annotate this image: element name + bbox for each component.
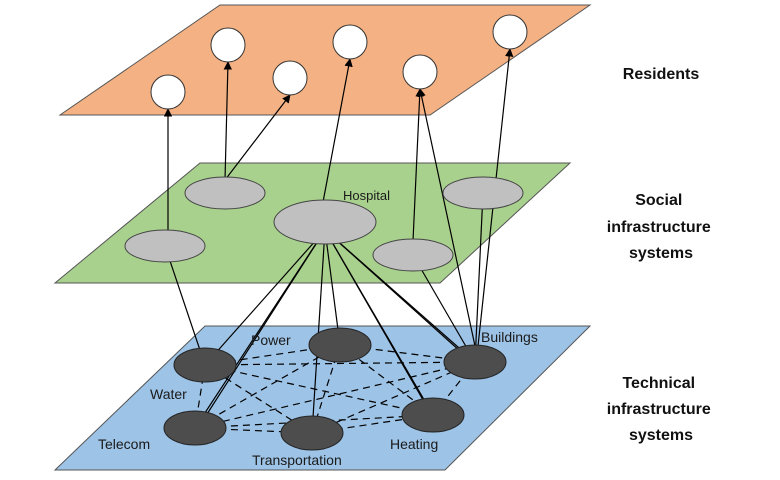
support-edge — [311, 229, 329, 434]
dependency-edge — [194, 344, 341, 429]
dependency-edge — [194, 414, 434, 429]
transportation-node — [280, 415, 344, 451]
heating-node — [401, 397, 465, 433]
support-edge — [324, 229, 431, 413]
service-edge — [417, 88, 476, 347]
buildings-label: Buildings — [481, 329, 538, 345]
residents-layer-label: Residents — [623, 66, 700, 83]
dependency-edge — [311, 361, 476, 434]
technical-label-line-3: systems — [629, 427, 693, 444]
service-edge — [223, 61, 233, 181]
dependency-edge — [204, 364, 313, 434]
resident-node — [492, 14, 528, 50]
technical-label-line-2: infrastructure — [607, 401, 711, 418]
resident-node — [150, 74, 186, 110]
technical-label-line-1: Technical — [622, 375, 695, 392]
social-node — [124, 229, 206, 263]
hospital-label: Hospital — [343, 188, 390, 203]
support-edge — [474, 192, 487, 363]
telecom-label: Telecom — [98, 436, 150, 452]
service-edge — [319, 58, 353, 219]
service-edge — [412, 88, 424, 242]
dependency-edge — [204, 361, 476, 366]
social-label-line-3: systems — [629, 245, 693, 262]
social-label-line-2: infrastructure — [607, 219, 711, 236]
resident-node — [402, 54, 438, 90]
social-node — [442, 176, 524, 210]
support-edge — [324, 229, 341, 346]
hospital-node — [273, 199, 377, 245]
social-node — [372, 238, 454, 272]
transportation-label: Transportation — [252, 452, 342, 468]
resident-node — [332, 24, 368, 60]
water-label: Water — [150, 386, 187, 402]
social-nodes: Hospital — [124, 176, 524, 272]
water-node — [173, 347, 237, 383]
support-edge — [163, 245, 206, 366]
social-layer-label: Social infrastructure systems — [607, 192, 715, 262]
technical-nodes: Power Buildings Water Telecom Transporta… — [98, 327, 538, 468]
telecom-node — [163, 410, 227, 446]
support-edge — [199, 229, 326, 426]
technical-layer-label: Technical infrastructure systems — [607, 375, 715, 444]
heating-label: Heating — [390, 436, 438, 452]
resident-nodes — [150, 14, 528, 110]
power-label: Power — [251, 332, 291, 348]
residents-layer-plane — [58, 4, 592, 116]
social-label-line-1: Social — [635, 192, 682, 209]
support-edge — [412, 254, 476, 363]
buildings-node — [443, 344, 507, 380]
support-edge — [324, 229, 471, 361]
social-node — [184, 176, 266, 210]
power-node — [308, 327, 372, 363]
service-edge — [224, 94, 291, 181]
resident-node — [272, 60, 308, 96]
dependency-edge — [204, 364, 434, 416]
support-edge — [204, 229, 326, 366]
resident-node — [210, 27, 246, 63]
